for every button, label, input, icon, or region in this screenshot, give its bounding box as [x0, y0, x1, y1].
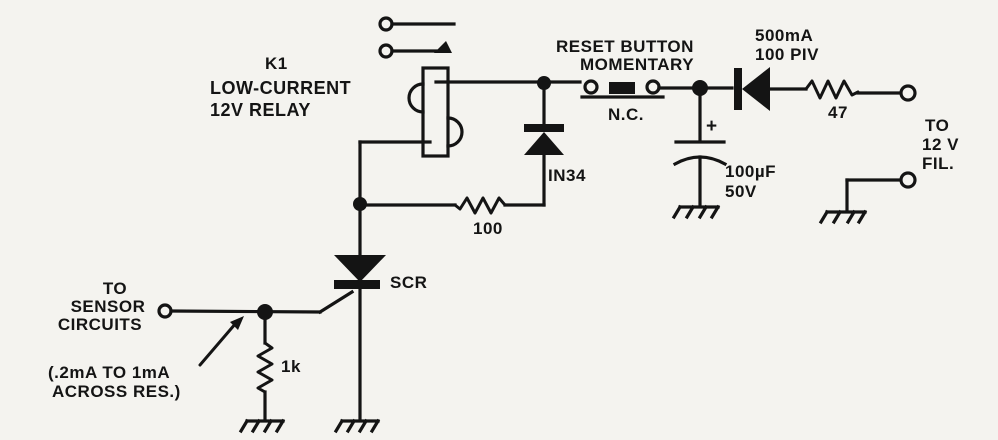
- label-cap-value-1: 100µF: [725, 162, 777, 181]
- terminal-12v-fil-ground[interactable]: [899, 171, 917, 189]
- scr-body: [334, 255, 386, 282]
- label-diode-rating-1: 500mA: [755, 26, 814, 45]
- top-rail: [434, 76, 582, 90]
- diode-in34-cathode-bar: [524, 124, 564, 132]
- diode-500ma-body: [742, 67, 770, 111]
- label-to-1: TO: [925, 116, 950, 135]
- resistor-1k: [256, 341, 274, 394]
- relay-k1-coil: [407, 66, 464, 158]
- label-relay-designator: K1: [265, 54, 288, 73]
- label-relay-desc-1: LOW-CURRENT: [210, 78, 352, 98]
- switch-terminal-left: [583, 79, 599, 95]
- reset-button-switch: [580, 79, 665, 99]
- scr: [317, 255, 386, 422]
- switch-terminal-right: [645, 79, 661, 95]
- ground-symbol-r1k: [238, 418, 286, 434]
- terminal-sensor-input[interactable]: [157, 303, 173, 319]
- label-r100: 100: [473, 219, 503, 238]
- switch-button: [609, 82, 635, 94]
- relay-winding-left: [407, 82, 425, 114]
- relay-contacts: [378, 16, 456, 59]
- diode-500ma-cathode-bar: [734, 68, 742, 110]
- capacitor-100uf: [671, 86, 728, 220]
- diode-500ma: [734, 67, 770, 111]
- resistor-47: [804, 79, 860, 100]
- label-r1k: 1k: [281, 357, 301, 376]
- label-cap-polarity: +: [706, 116, 718, 137]
- ground-symbol-scr: [333, 418, 381, 434]
- wire-sensor-to-gate: [169, 309, 322, 314]
- junction-anode: [353, 197, 367, 211]
- relay-contact-point: [434, 41, 452, 53]
- label-r47: 47: [828, 103, 848, 122]
- relay-winding-right: [446, 116, 464, 148]
- label-sensor-3: CIRCUITS: [57, 315, 143, 334]
- label-scr: SCR: [390, 273, 428, 292]
- label-diode-in34: IN34: [548, 166, 586, 185]
- resistor-100: [453, 196, 507, 215]
- note-pointer-arrowhead: [230, 316, 244, 330]
- diode-in34: [524, 81, 564, 207]
- label-to-2: 12 V: [922, 135, 959, 154]
- label-sensor-2: SENSOR: [70, 297, 146, 316]
- label-sensor-1: TO: [102, 279, 128, 298]
- scr-cathode-bar: [334, 280, 380, 289]
- label-switch-type: N.C.: [608, 105, 644, 124]
- label-note-1: (.2mA TO 1mA: [48, 363, 171, 382]
- label-reset-2: MOMENTARY: [580, 55, 695, 74]
- ground-symbol-fil: [818, 209, 868, 225]
- label-relay-desc-2: 12V RELAY: [210, 100, 311, 120]
- label-to-3: FIL.: [922, 154, 955, 173]
- diode-in34-body: [524, 132, 564, 155]
- label-note-2: ACROSS RES.): [52, 382, 181, 401]
- relay-contact-terminal-bottom: [378, 43, 394, 59]
- relay-contact-terminal-top: [378, 16, 394, 32]
- scr-gate-lead: [317, 289, 355, 315]
- note-pointer-arrow: [198, 321, 238, 367]
- label-cap-value-2: 50V: [725, 182, 757, 201]
- label-diode-rating-2: 100 PIV: [755, 45, 819, 64]
- terminal-12v-fil-hot[interactable]: [899, 84, 917, 102]
- label-reset-1: RESET BUTTON: [556, 37, 694, 56]
